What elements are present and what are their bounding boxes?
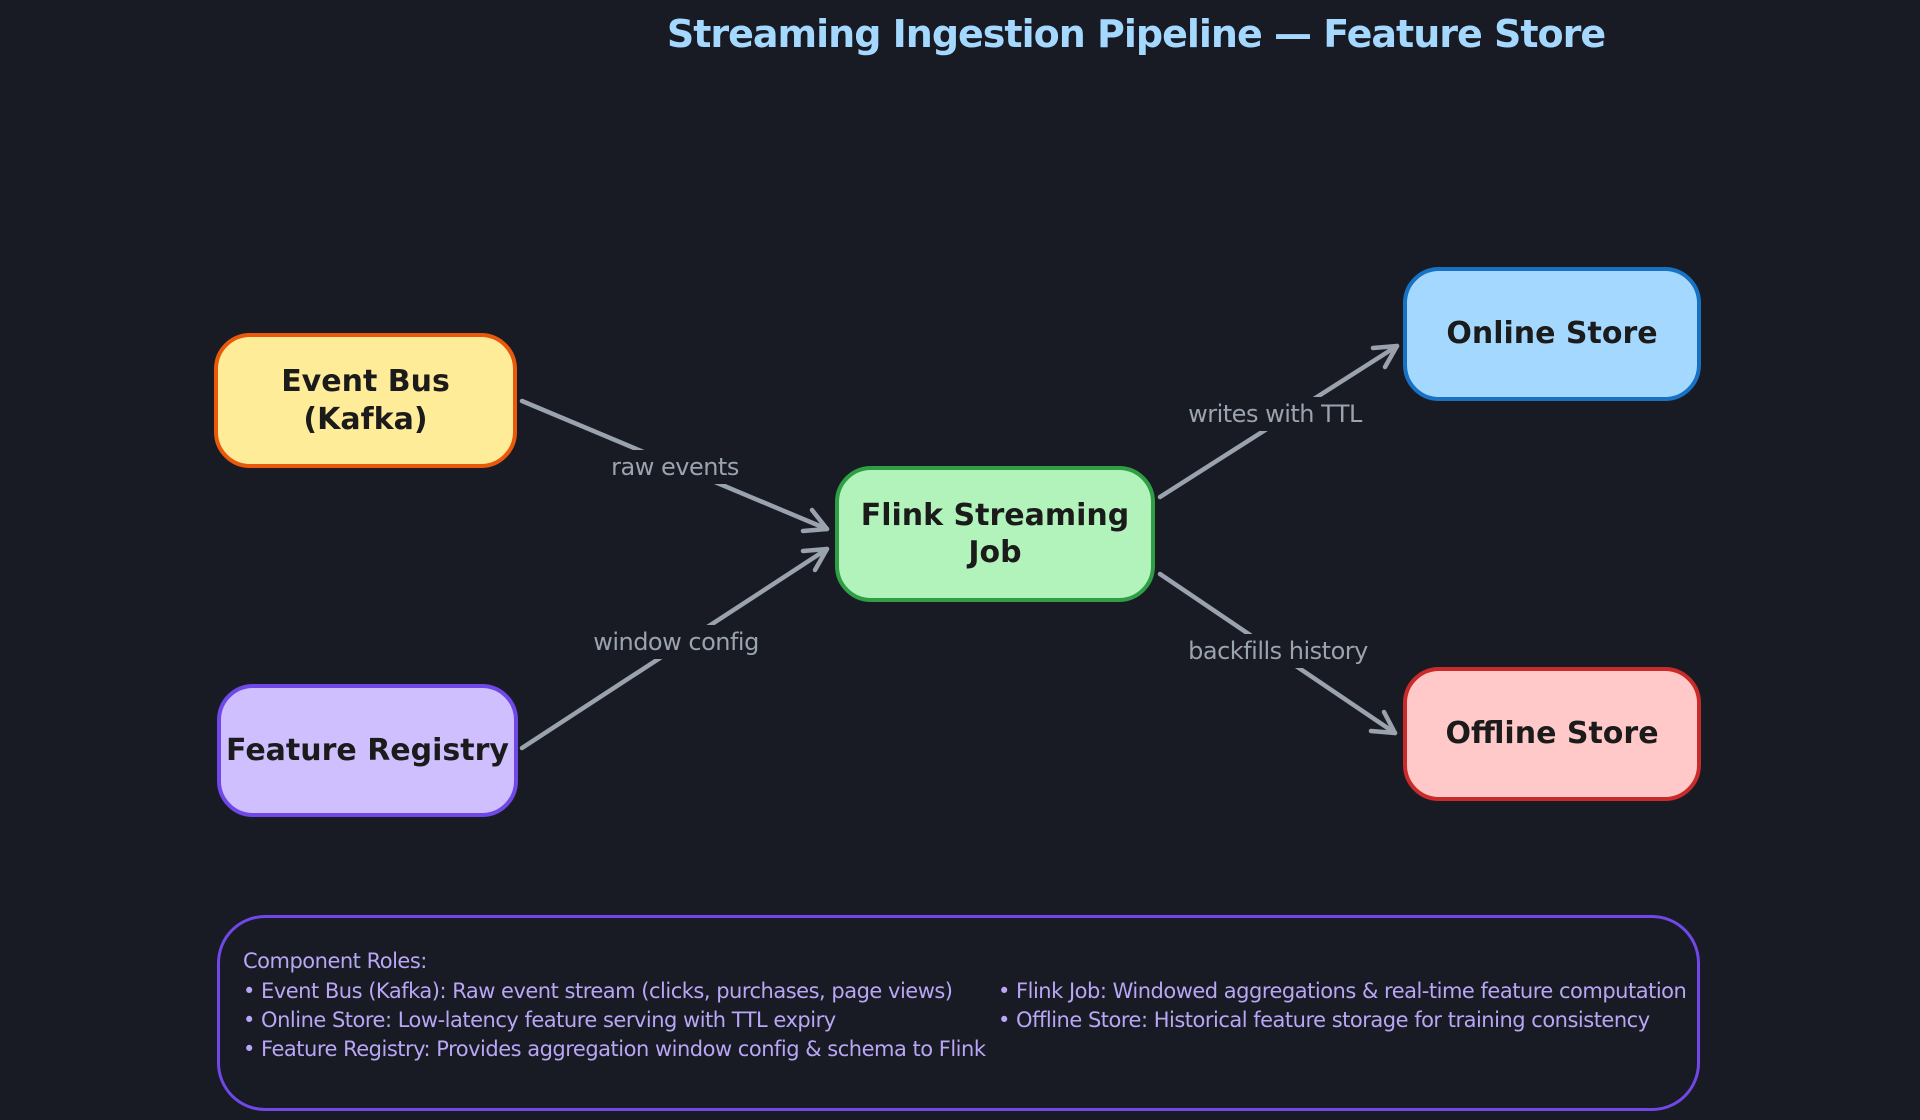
node-online-store[interactable]: Online Store: [1403, 267, 1701, 401]
node-flink-streaming-job[interactable]: Flink Streaming Job: [835, 466, 1155, 602]
legend-item-flink-job: • Flink Job: Windowed aggregations & rea…: [998, 979, 1687, 1003]
legend-panel[interactable]: Component Roles: • Event Bus (Kafka): Ra…: [217, 915, 1700, 1111]
legend-item-feature-registry: • Feature Registry: Provides aggregation…: [243, 1037, 986, 1061]
legend-title: Component Roles:: [243, 949, 427, 973]
node-offline-store-label: Offline Store: [1445, 716, 1659, 752]
diagram-title: Streaming Ingestion Pipeline — Feature S…: [666, 12, 1606, 56]
node-online-store-label: Online Store: [1446, 316, 1658, 352]
node-event-bus[interactable]: Event Bus (Kafka): [214, 333, 517, 468]
edge-label-raw-events[interactable]: raw events: [601, 450, 749, 484]
node-feature-registry[interactable]: Feature Registry: [217, 684, 518, 817]
node-event-bus-label: Event Bus (Kafka): [281, 364, 450, 437]
legend-item-offline-store: • Offline Store: Historical feature stor…: [998, 1008, 1650, 1032]
edge-label-window-config[interactable]: window config: [583, 625, 769, 659]
node-offline-store[interactable]: Offline Store: [1403, 667, 1701, 801]
legend-item-online-store: • Online Store: Low-latency feature serv…: [243, 1008, 836, 1032]
edge-label-writes-with-ttl[interactable]: writes with TTL: [1178, 397, 1372, 431]
node-feature-registry-label: Feature Registry: [226, 732, 509, 768]
edge-label-backfills-history[interactable]: backfills history: [1178, 634, 1378, 668]
node-flink-streaming-job-label: Flink Streaming Job: [860, 497, 1130, 571]
legend-item-event-bus: • Event Bus (Kafka): Raw event stream (c…: [243, 979, 953, 1003]
